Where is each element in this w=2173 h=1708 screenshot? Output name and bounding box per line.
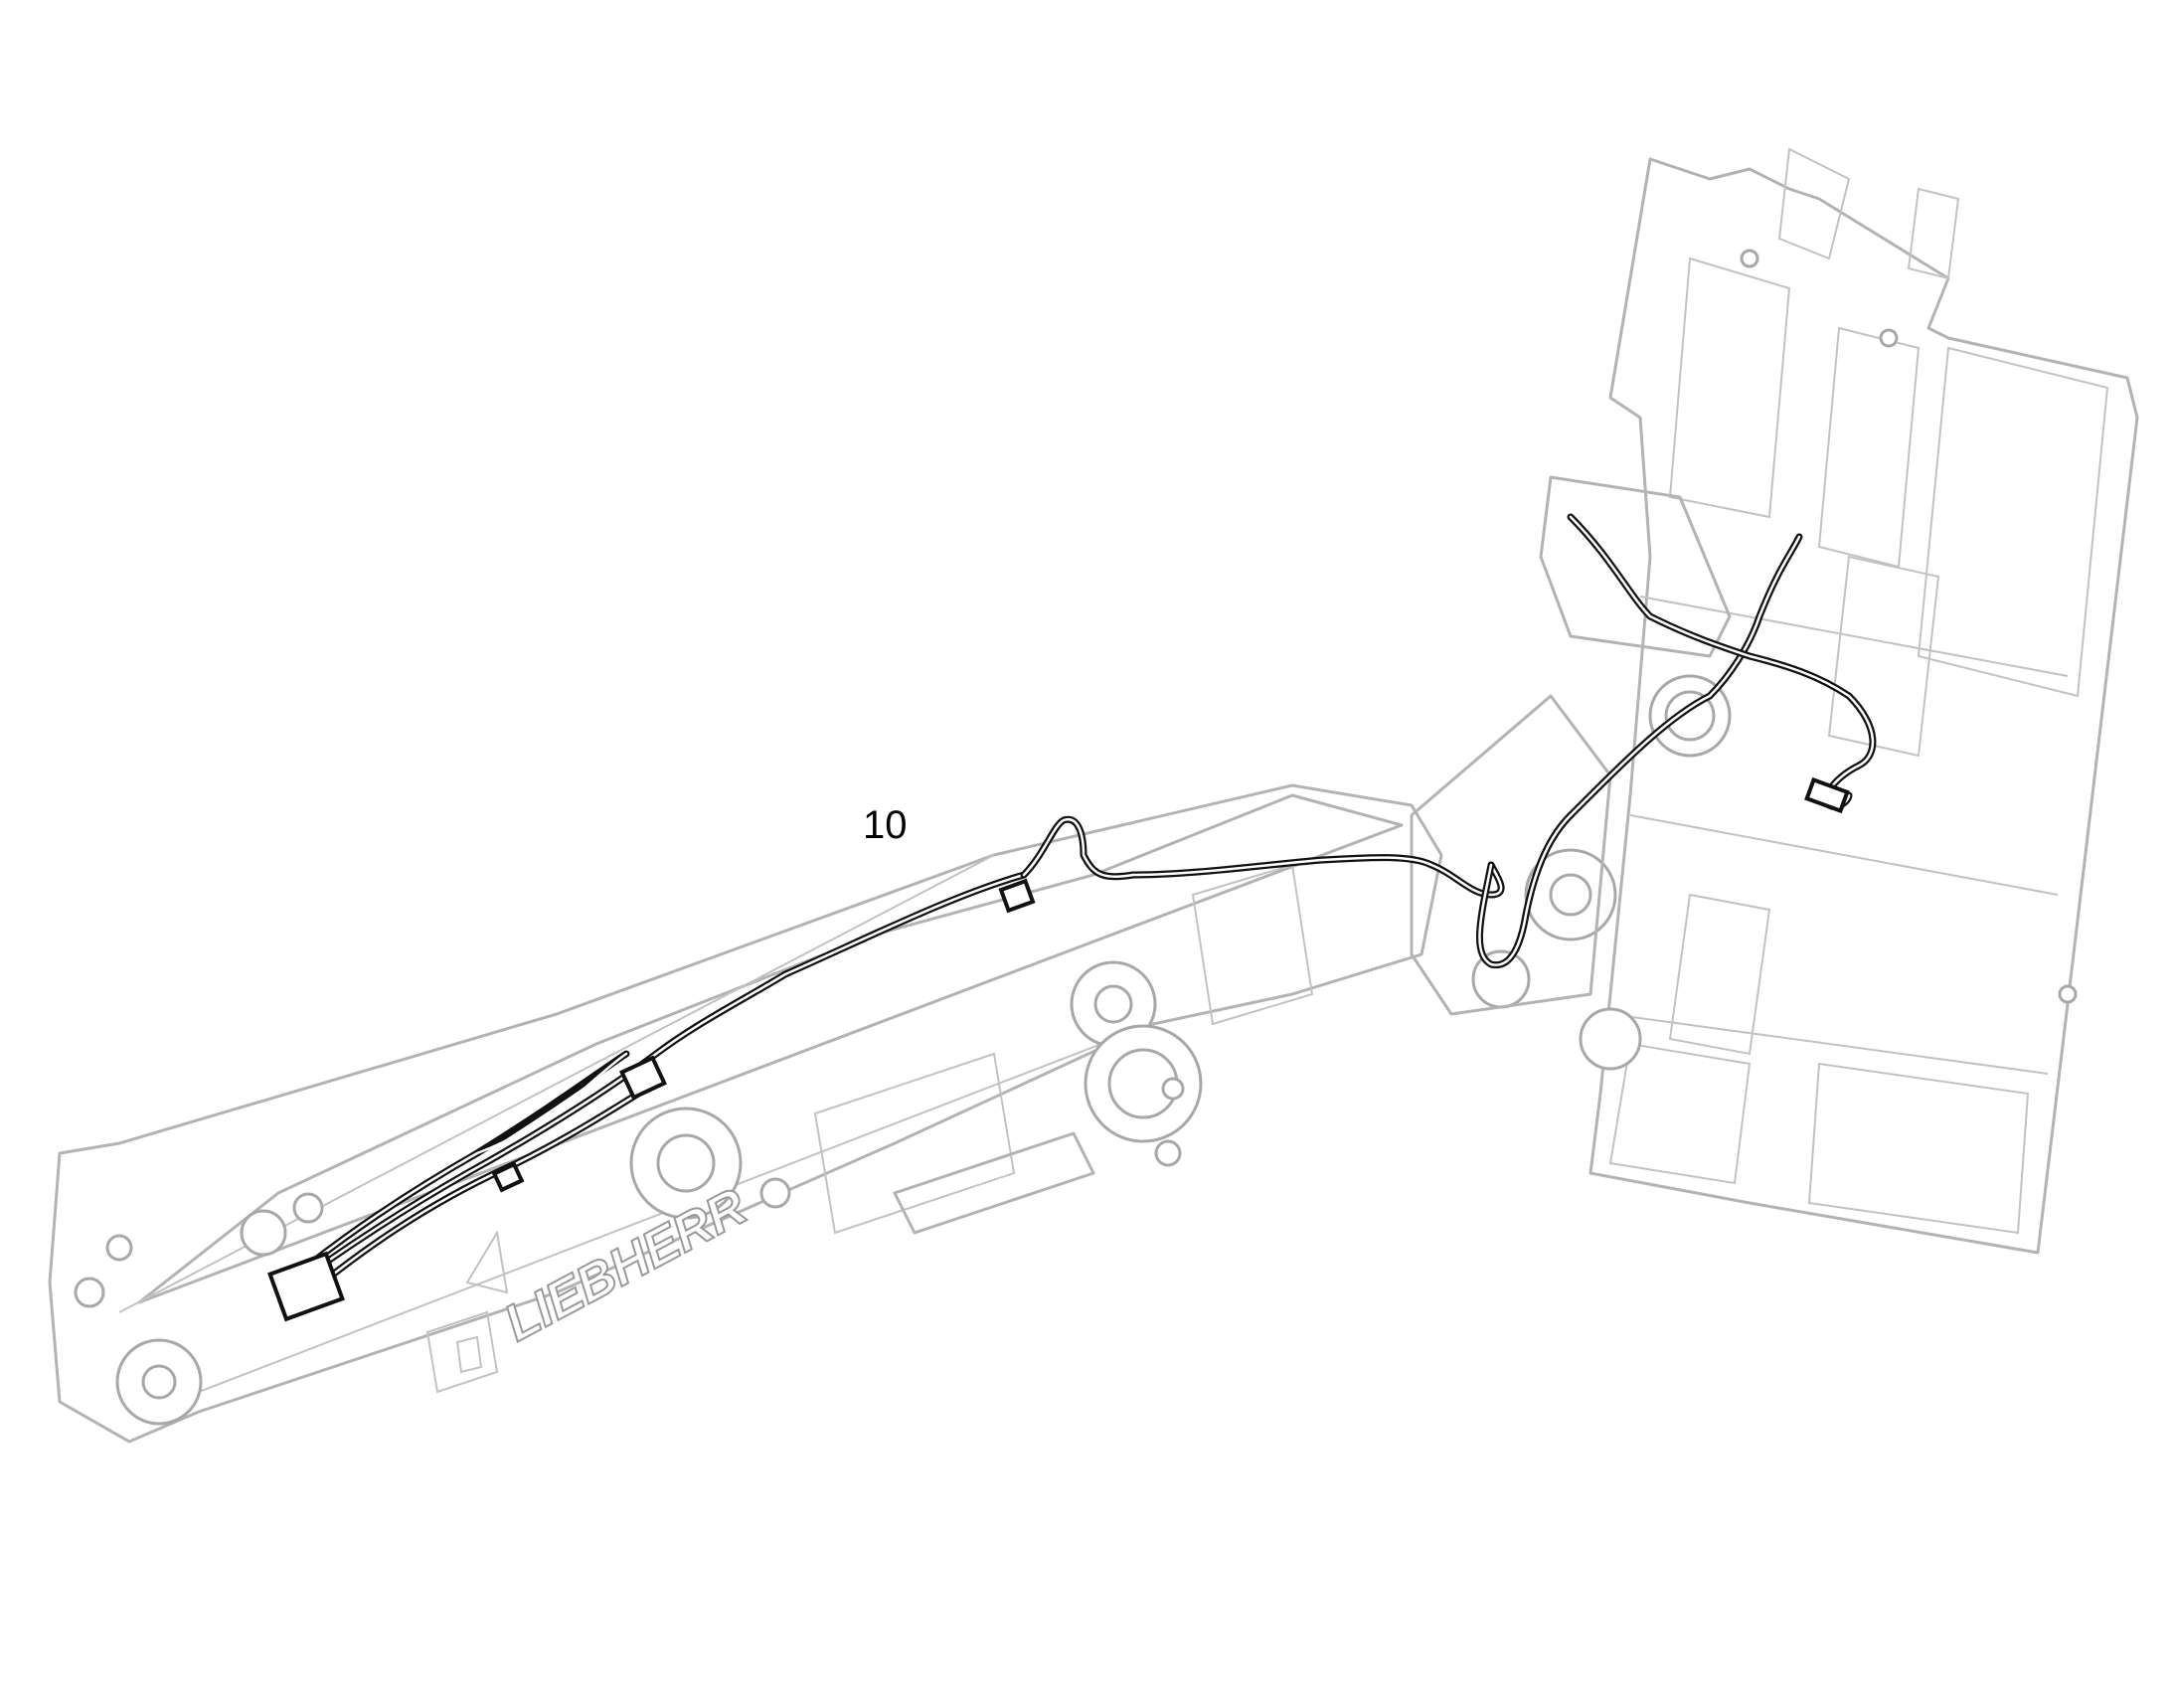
mainframe [1410,147,2139,1255]
boom: LIEBHERR [48,783,1443,1444]
hose-assembly-10 [267,513,1877,1322]
callout-label-10: 10 [863,803,908,847]
liebherr-logo: LIEBHERR [495,1177,755,1352]
